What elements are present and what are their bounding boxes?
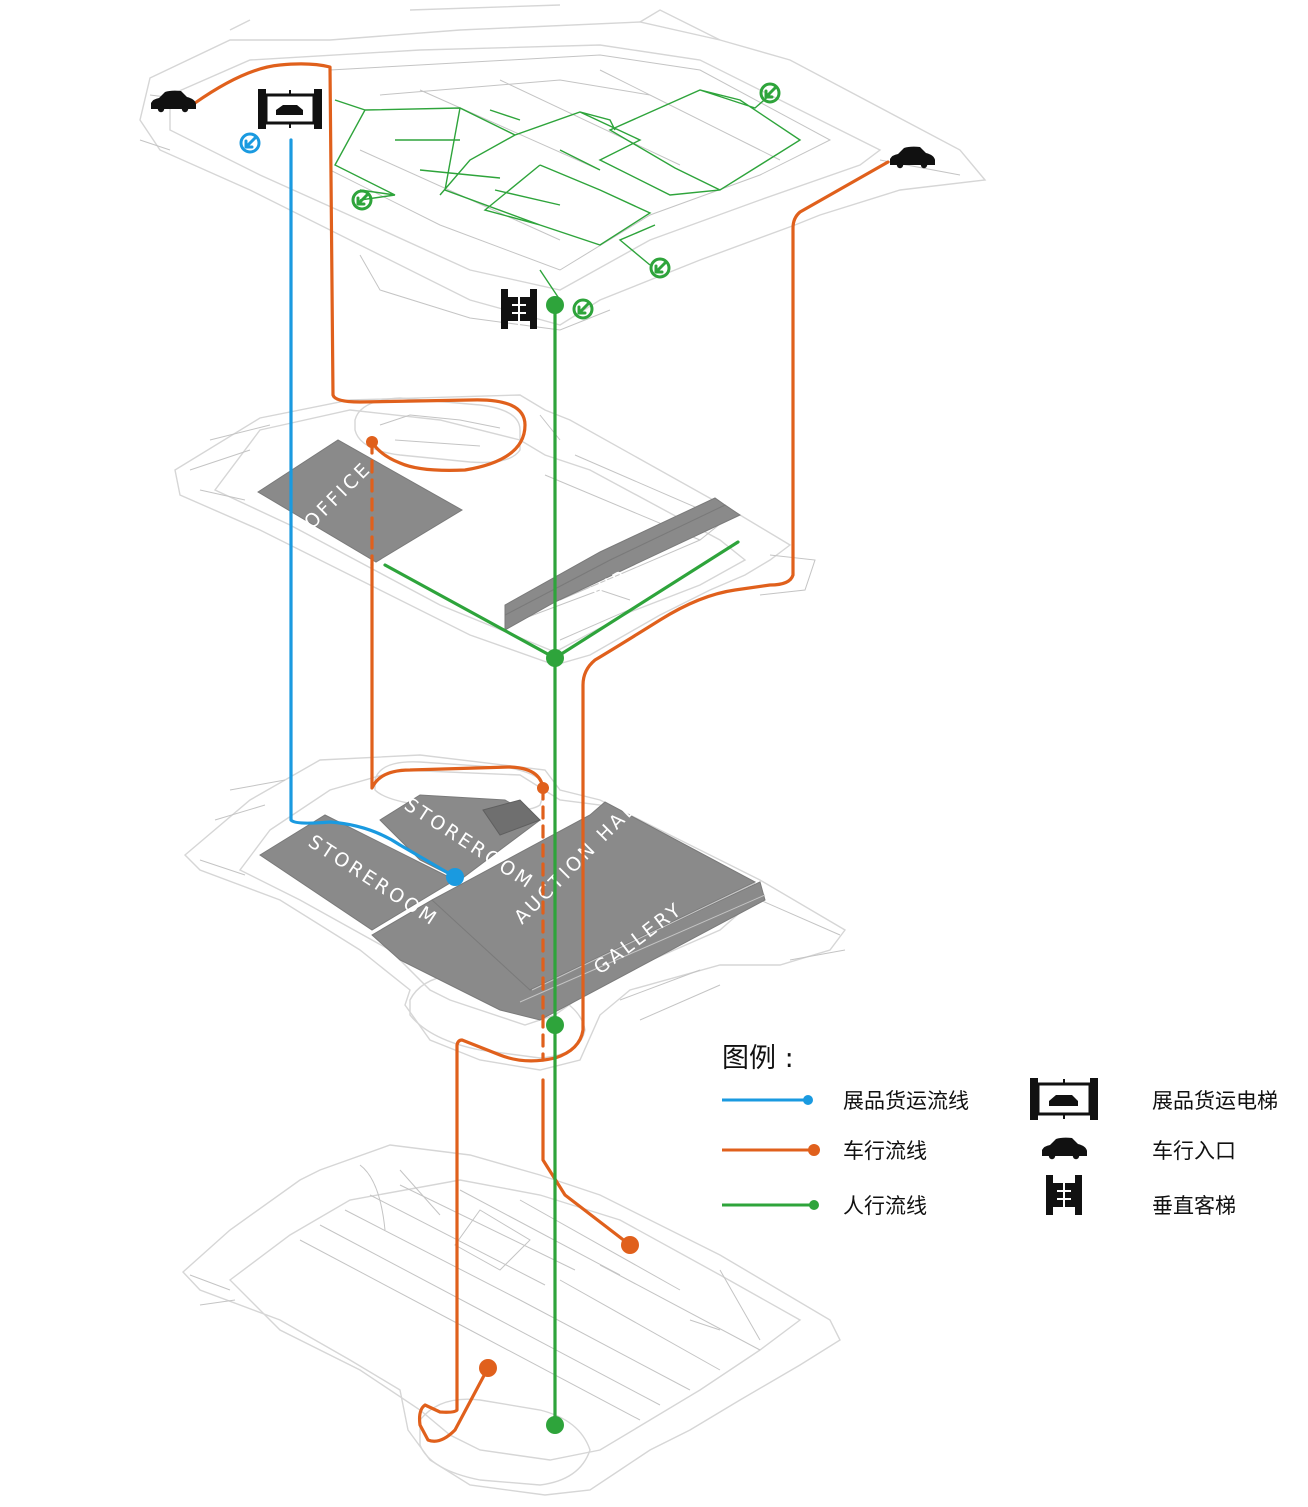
vehicle-node-4: [479, 1359, 497, 1377]
gallery-zone: [371, 881, 766, 1021]
vehicle-route-east: [417, 160, 890, 1443]
pedestrian-node-2: [546, 649, 564, 667]
level-auction: STOREROOM STOREROOM AUCTION HALL GALLERY: [183, 754, 847, 1071]
legend: 图例 : 展品货运流线 车行流线 人行流线 展品货运电梯 车行入口 垂直客梯: [722, 1043, 1278, 1218]
legend-passenger-elevator-label: 垂直客梯: [1152, 1194, 1236, 1218]
site-pedestrian-network: [334, 89, 802, 301]
office-zone: [257, 439, 463, 563]
legend-title: 图例 :: [722, 1043, 794, 1074]
passenger-elevator-icon: [1046, 1175, 1082, 1215]
level-site-plan: [139, 4, 987, 331]
vehicle-node-3: [621, 1236, 639, 1254]
car-entry-east-icon: [890, 146, 935, 169]
pedestrian-entry-arrow-icon: [649, 257, 671, 279]
pedestrian-entry-arrow-icon: [759, 82, 781, 104]
pedestrian-node-1: [546, 296, 564, 314]
car-entry-west-icon: [151, 90, 196, 113]
legend-cargo-label: 展品货运流线: [843, 1089, 969, 1113]
legend-vehicle-label: 车行流线: [843, 1139, 927, 1163]
cargo-elevator-plan-icon: [258, 89, 322, 129]
cargo-elevator-icon: [1030, 1078, 1098, 1120]
cargo-route-end: [446, 868, 464, 886]
legend-pedestrian-label: 人行流线: [843, 1194, 927, 1218]
pedestrian-entry-arrow-icon: [351, 189, 373, 211]
level-office-vip: OFFICE VIP: [174, 394, 816, 666]
level-basement-parking: [181, 1144, 841, 1496]
legend-car-entry-label: 车行入口: [1152, 1139, 1236, 1163]
passenger-elevator-plan-icon: [501, 289, 537, 329]
pedestrian-node-4: [546, 1416, 564, 1434]
legend-cargo-elevator-label: 展品货运电梯: [1152, 1089, 1278, 1113]
cargo-entry-arrow-icon: [239, 132, 261, 154]
vip-zone: [504, 504, 742, 631]
pedestrian-entry-arrow-icon: [572, 298, 594, 320]
routes: [193, 62, 890, 1443]
car-icon: [1042, 1137, 1087, 1160]
cargo-route: [289, 138, 457, 879]
vehicle-route-west: [193, 62, 527, 472]
pedestrian-node-3: [546, 1016, 564, 1034]
